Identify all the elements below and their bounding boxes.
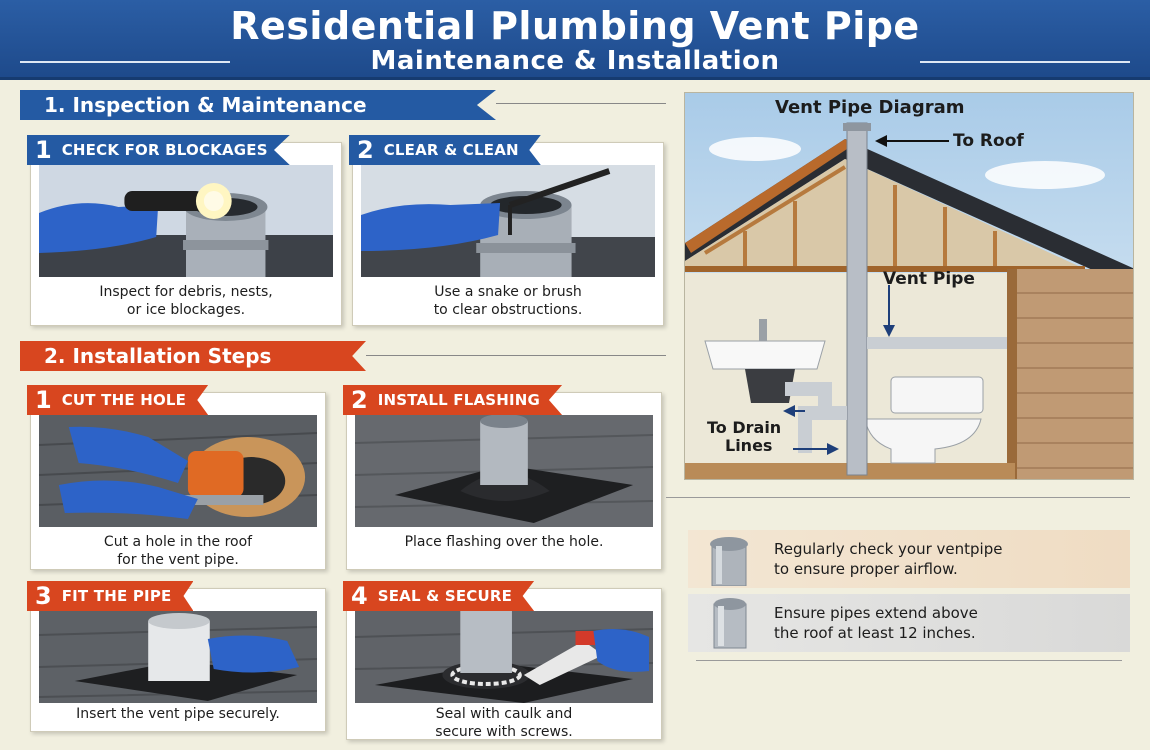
step-title: CUT THE HOLE <box>61 391 187 409</box>
tip-text: Ensure pipes extend above the roof at le… <box>774 603 1114 643</box>
section-title-inspection: 1. Inspection & Maintenance <box>44 93 367 117</box>
illustration-flashing <box>355 415 653 527</box>
step-number: 3 <box>35 582 52 610</box>
illustration-jigsaw-cut <box>39 415 317 527</box>
step-title: CHECK FOR BLOCKAGES <box>61 141 268 159</box>
illustration-snake-brush <box>361 165 655 277</box>
caption-line: Seal with caulk and <box>435 706 573 722</box>
label-vent-pipe: Vent Pipe <box>883 269 975 289</box>
caption-line: to clear obstructions. <box>433 302 583 318</box>
step-title: FIT THE PIPE <box>61 587 172 605</box>
step-card-seal-secure: 4 SEAL & SECURE Seal with caulk and secu… <box>343 581 662 741</box>
tip-text: Regularly check your ventpipe to ensure … <box>774 539 1114 579</box>
tip-check-airflow: Regularly check your ventpipe to ensure … <box>688 530 1130 588</box>
step-label-clear-clean: 2 CLEAR & CLEAN <box>349 135 541 165</box>
step-title: CLEAR & CLEAN <box>383 141 519 159</box>
step-card-cut-hole: 1 CUT THE HOLE Cut a hole in the roof fo… <box>27 385 326 570</box>
step-label-install-flashing: 2 INSTALL FLASHING <box>343 385 563 415</box>
caption-line: Cut a hole in the roof <box>103 534 253 550</box>
tip-line: to ensure proper airflow. <box>774 560 958 578</box>
page-subtitle: Maintenance & Installation <box>370 46 780 76</box>
label-to-roof: To Roof <box>953 131 1024 151</box>
label-to-drain-line-2: Lines <box>725 436 773 455</box>
step-title: INSTALL FLASHING <box>377 391 541 409</box>
section-banner-inspection: 1. Inspection & Maintenance <box>20 90 496 120</box>
house-cross-section <box>685 93 1133 479</box>
step-number: 1 <box>35 386 52 414</box>
section-title-installation: 2. Installation Steps <box>44 344 272 368</box>
section-divider-installation <box>366 355 666 356</box>
pipe-icon <box>713 598 747 649</box>
illustration-flashlight-inspection <box>39 165 333 277</box>
step-number: 1 <box>35 136 52 164</box>
caption-line: for the vent pipe. <box>117 552 239 568</box>
step-caption-fit-pipe: Insert the vent pipe securely. <box>39 705 317 723</box>
diagram-title: Vent Pipe Diagram <box>775 97 965 118</box>
page-header: Residential Plumbing Vent Pipe Maintenan… <box>0 0 1150 80</box>
step-number: 2 <box>357 136 374 164</box>
section-banner-installation: 2. Installation Steps <box>20 341 366 371</box>
illustration-fit-pipe <box>39 611 317 703</box>
step-caption-cut-hole: Cut a hole in the roof for the vent pipe… <box>39 533 317 569</box>
label-to-drain-lines: To Drain Lines <box>707 419 781 455</box>
divider-above-tips <box>666 497 1130 498</box>
page-title: Residential Plumbing Vent Pipe <box>230 4 920 48</box>
step-label-fit-pipe: 3 FIT THE PIPE <box>27 581 194 611</box>
caption-line: Place flashing over the hole. <box>404 534 604 550</box>
step-title: SEAL & SECURE <box>377 587 513 605</box>
label-to-drain-line-1: To Drain <box>707 418 782 437</box>
step-number: 4 <box>351 582 368 610</box>
pipe-icon <box>710 537 748 586</box>
subtitle-rule-left <box>20 61 230 63</box>
tip-line: Ensure pipes extend above <box>774 604 978 622</box>
tip-pipe-height: Ensure pipes extend above the roof at le… <box>688 594 1130 652</box>
tip-line: the roof at least 12 inches. <box>774 624 976 642</box>
caption-line: Inspect for debris, nests, <box>99 284 273 300</box>
section-divider-inspection <box>496 103 666 104</box>
step-caption-seal-secure: Seal with caulk and secure with screws. <box>355 705 653 741</box>
step-label-cut-hole: 1 CUT THE HOLE <box>27 385 209 415</box>
step-card-install-flashing: 2 INSTALL FLASHING Place flashing over t… <box>343 385 662 570</box>
caption-line: Use a snake or brush <box>434 284 582 300</box>
step-label-check-blockages: 1 CHECK FOR BLOCKAGES <box>27 135 290 165</box>
caption-line: Insert the vent pipe securely. <box>76 706 280 722</box>
step-label-seal-secure: 4 SEAL & SECURE <box>343 581 535 611</box>
caption-line: or ice blockages. <box>126 302 246 318</box>
vent-pipe-diagram: Vent Pipe Diagram To Roof Vent Pipe To D… <box>684 92 1134 480</box>
step-number: 2 <box>351 386 368 414</box>
subtitle-rule-right <box>920 61 1130 63</box>
step-card-check-blockages: 1 CHECK FOR BLOCKAGES Inspect for debris… <box>27 135 342 326</box>
caption-line: secure with screws. <box>435 724 573 740</box>
illustration-caulk-seal <box>355 611 653 703</box>
divider-below-tips <box>696 660 1122 661</box>
step-caption-clear-clean: Use a snake or brush to clear obstructio… <box>361 283 655 319</box>
step-caption-install-flashing: Place flashing over the hole. <box>355 533 653 551</box>
tip-line: Regularly check your ventpipe <box>774 540 1003 558</box>
step-card-fit-pipe: 3 FIT THE PIPE Insert the vent pipe secu… <box>27 581 326 732</box>
step-caption-check-blockages: Inspect for debris, nests, or ice blocka… <box>39 283 333 319</box>
step-card-clear-clean: 2 CLEAR & CLEAN Use a snake or brush to … <box>349 135 664 326</box>
